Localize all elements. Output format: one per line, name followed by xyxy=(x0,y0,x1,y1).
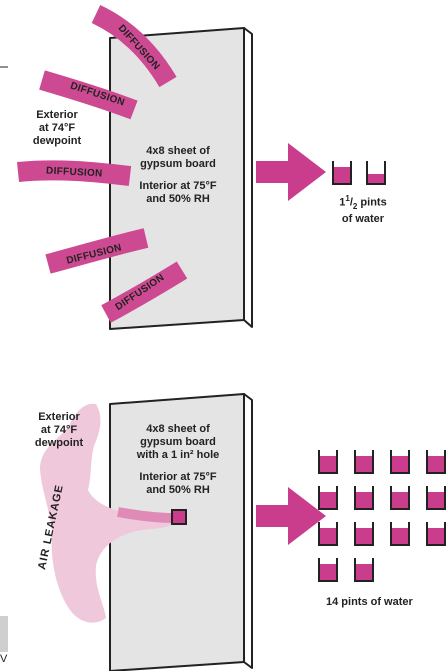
bottom-water-cup-9 xyxy=(318,522,338,546)
board-hole xyxy=(171,509,187,525)
water-fill xyxy=(428,527,444,544)
bottom-water-cup-10 xyxy=(354,522,374,546)
water-fill xyxy=(392,491,408,508)
water-fill xyxy=(392,455,408,472)
bottom-output-arrow xyxy=(256,487,326,545)
diffusion-arrow-1 xyxy=(91,4,177,88)
edge-box xyxy=(0,616,8,652)
water-fill xyxy=(356,527,372,544)
top-interior-label: Interior at 75°F and 50% RH xyxy=(139,180,217,205)
bottom-water-cup-1 xyxy=(318,450,338,474)
bottom-water-cup-4 xyxy=(426,450,446,474)
water-fill xyxy=(320,455,336,472)
bottom-interior-label: Interior at 75°F and 50% RH xyxy=(139,471,217,496)
air-leakage-stream xyxy=(117,507,175,523)
bottom-water-cup-2 xyxy=(354,450,374,474)
bottom-water-cup-13 xyxy=(318,558,338,582)
diffusion-arrow-5 xyxy=(101,261,188,323)
water-fill xyxy=(320,491,336,508)
diffusion-arrow-4 xyxy=(45,228,149,274)
top-result-line1: 11/2 pints xyxy=(339,194,387,211)
bottom-gypsum-board xyxy=(109,393,253,671)
top-board-label: 4x8 sheet of gypsum board xyxy=(140,145,216,170)
edge-fragment-text: V xyxy=(0,653,8,665)
diffusion-arrow-2 xyxy=(39,70,138,120)
bottom-water-cup-5 xyxy=(318,486,338,510)
water-fill xyxy=(334,166,350,183)
top-result-label: 11/2 pints of water xyxy=(318,192,408,226)
water-fill xyxy=(368,173,384,183)
bottom-board-label: 4x8 sheet of gypsum board with a 1 in² h… xyxy=(136,423,220,461)
top-exterior-label: Exterior at 74°F dewpoint xyxy=(32,109,82,147)
top-water-cup-1 xyxy=(332,161,352,185)
bottom-water-cup-3 xyxy=(390,450,410,474)
bottom-water-cup-8 xyxy=(426,486,446,510)
diffusion-arrow-3 xyxy=(17,160,132,186)
water-fill xyxy=(392,527,408,544)
bottom-water-cup-12 xyxy=(426,522,446,546)
bottom-water-cup-14 xyxy=(354,558,374,582)
bottom-water-cup-7 xyxy=(390,486,410,510)
top-gypsum-board xyxy=(109,27,253,330)
bottom-water-cup-6 xyxy=(354,486,374,510)
water-fill xyxy=(356,455,372,472)
bottom-exterior-label: Exterior at 74°F dewpoint xyxy=(34,411,84,449)
air-leakage-plume xyxy=(40,403,174,623)
diffusion-arrows xyxy=(17,4,188,323)
water-fill xyxy=(428,455,444,472)
water-fill xyxy=(356,491,372,508)
water-fill xyxy=(320,527,336,544)
top-water-cup-2 xyxy=(366,161,386,185)
top-output-arrow xyxy=(256,143,326,201)
bottom-water-cup-11 xyxy=(390,522,410,546)
water-fill xyxy=(320,563,336,580)
water-fill xyxy=(356,563,372,580)
water-fill xyxy=(428,491,444,508)
bottom-result-label: 14 pints of water xyxy=(326,596,413,608)
